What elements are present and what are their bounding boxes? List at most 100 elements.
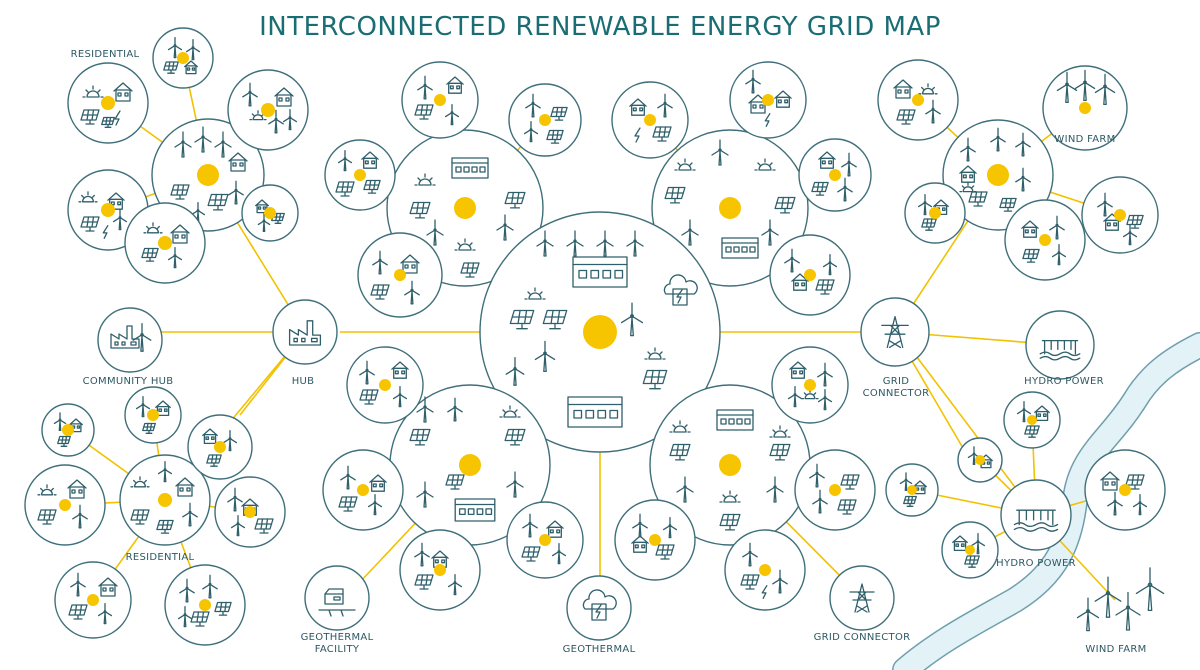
wind-turbine-icon — [227, 487, 243, 512]
wind-turbine-icon — [534, 340, 556, 373]
solar-panel-icon — [142, 422, 156, 434]
building-icon — [451, 157, 489, 179]
wind-turbine-icon — [222, 429, 238, 452]
solar-panel-icon — [80, 109, 100, 125]
sun-icon — [524, 287, 546, 300]
house-icon — [391, 361, 409, 379]
house-icon — [818, 151, 836, 169]
connection-dot — [539, 534, 551, 546]
wind-turbine-icon — [53, 412, 67, 432]
connection-dot — [101, 203, 115, 217]
wind-turbine-icon — [72, 504, 88, 529]
sun-icon — [918, 83, 938, 95]
house-icon — [155, 400, 171, 417]
label-community-hub: COMMUNITY HUB — [83, 376, 174, 387]
house-icon — [67, 479, 87, 499]
solar-panel-icon — [359, 389, 379, 405]
connection-dot — [101, 96, 115, 110]
sun-icon — [499, 405, 521, 418]
solar-panel-icon — [338, 496, 358, 512]
house-icon — [774, 90, 792, 108]
wind-turbine-icon — [404, 280, 420, 305]
label-geothermal: GEOTHERMAL — [563, 644, 636, 655]
wind-turbine-icon — [416, 396, 434, 423]
node-circle — [1000, 479, 1072, 551]
grid-link — [897, 331, 1037, 516]
solar-panel-icon — [370, 284, 390, 300]
factory-icon — [110, 325, 140, 349]
house-icon — [184, 60, 198, 75]
connection-dot — [965, 545, 975, 555]
wind-turbine-icon — [202, 574, 218, 599]
wind-turbine-icon — [359, 360, 375, 385]
solar-panel-icon — [664, 186, 686, 204]
solar-panel-icon — [655, 544, 675, 560]
solar-panel-icon — [964, 555, 980, 568]
wind-turbine-icon — [167, 246, 183, 269]
wind-turbine-icon — [257, 213, 271, 233]
connection-dot — [987, 164, 1009, 186]
solar-panel-icon — [546, 129, 564, 144]
wind-turbine-icon — [960, 137, 976, 162]
wind-turbine-icon — [1049, 215, 1065, 240]
wind-turbine-icon — [167, 36, 183, 59]
connection-dot — [719, 197, 741, 219]
wind-turbine-icon — [761, 219, 779, 246]
wind-turbine-icon — [1015, 132, 1031, 157]
house-icon — [175, 477, 195, 497]
connection-dot — [719, 454, 741, 476]
house-icon — [369, 474, 387, 492]
building-icon — [567, 396, 623, 428]
wind-turbine-icon — [970, 532, 986, 555]
dam-icon — [1039, 339, 1081, 361]
sun-icon — [37, 484, 57, 496]
wind-turbine-icon — [1115, 591, 1141, 631]
wind-turbine-icon — [132, 323, 152, 352]
connection-dot — [379, 379, 391, 391]
geothermal-facility-node — [304, 565, 370, 631]
solar-panel-icon — [509, 309, 535, 330]
solar-panel-icon — [445, 474, 465, 490]
wind-farm-cluster — [1076, 567, 1165, 632]
wind-turbine-icon — [392, 385, 408, 408]
solar-panel-icon — [837, 499, 857, 515]
solar-panel-icon — [156, 519, 174, 534]
wind-turbine-icon — [917, 193, 933, 216]
wind-turbine-icon — [179, 578, 195, 603]
wind-turbine-icon — [1094, 73, 1116, 106]
wind-turbine-icon — [337, 149, 353, 172]
connection-dot — [214, 441, 226, 453]
wind-turbine-icon — [742, 542, 758, 567]
wind-turbine-icon — [925, 99, 941, 124]
connection-dot — [197, 164, 219, 186]
wind-turbine-icon — [772, 569, 788, 594]
building-icon — [454, 498, 496, 522]
wind-turbine-icon — [1015, 167, 1031, 192]
building-icon — [721, 237, 759, 259]
pylon-icon — [881, 315, 909, 349]
solar-panel-icon — [896, 109, 916, 125]
sun-icon — [674, 158, 696, 171]
wind-turbine-icon — [182, 502, 198, 527]
hydro-power-node — [1025, 310, 1095, 380]
solar-panel-icon — [37, 509, 57, 525]
connection-dot — [459, 454, 481, 476]
connection-dot — [434, 564, 446, 576]
connection-dot — [177, 52, 189, 64]
building-icon — [716, 409, 754, 431]
wind-turbine-icon — [174, 131, 192, 158]
node-circle — [304, 565, 370, 631]
lightning-icon — [582, 589, 617, 621]
house-icon — [1034, 405, 1050, 422]
wind-turbine-icon — [676, 476, 694, 503]
sun-icon — [719, 490, 741, 503]
house-icon — [1100, 471, 1120, 491]
geothermal-node — [566, 575, 632, 641]
label-geothermal-facility-2: FACILITY — [315, 644, 360, 655]
house-icon — [170, 224, 190, 244]
connection-dot — [147, 409, 159, 421]
sun-icon — [669, 420, 691, 433]
house-icon — [202, 428, 218, 445]
solar-panel-icon — [719, 513, 741, 531]
wind-turbine-icon — [1122, 223, 1138, 246]
